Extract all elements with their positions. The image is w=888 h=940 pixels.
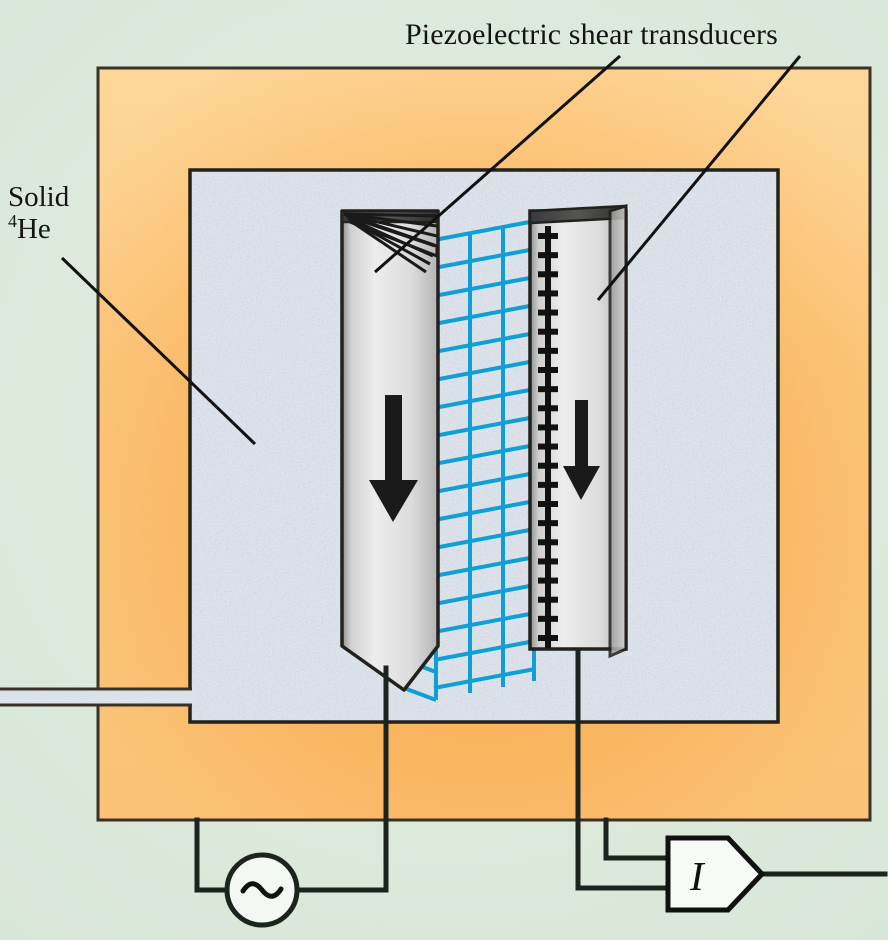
right-shear-arrow xyxy=(563,400,600,500)
circuit-wiring xyxy=(194,649,888,893)
page-title: Piezoelectric shear transducers xyxy=(405,18,778,51)
leader-to-sample xyxy=(60,256,257,446)
sample-label: Solid 4He xyxy=(8,182,69,245)
isotope-superscript: 4 xyxy=(8,211,17,232)
sample-chamber xyxy=(188,168,780,724)
wire-detect-ground xyxy=(603,817,671,861)
sample-label-line1: Solid xyxy=(8,181,70,213)
left-shear-arrow xyxy=(369,395,418,522)
leader-to-left-transducer xyxy=(374,54,621,274)
wire-detect-signal xyxy=(575,649,671,891)
left-transducer xyxy=(340,209,440,692)
wire-drive-right xyxy=(294,665,389,893)
sample-label-line2: 4He xyxy=(8,212,69,245)
current-amplifier xyxy=(665,835,766,913)
ammeter-label: I xyxy=(690,853,704,899)
leader-to-right-transducer xyxy=(596,55,802,301)
element-symbol: He xyxy=(16,213,51,246)
helium-fill-line xyxy=(0,687,196,707)
ac-source xyxy=(224,852,300,928)
right-transducer xyxy=(528,203,628,659)
electrode-markings xyxy=(538,226,558,648)
leader-lines xyxy=(60,54,802,446)
shear-hatching xyxy=(343,212,438,274)
wire-drive-left xyxy=(194,817,230,893)
